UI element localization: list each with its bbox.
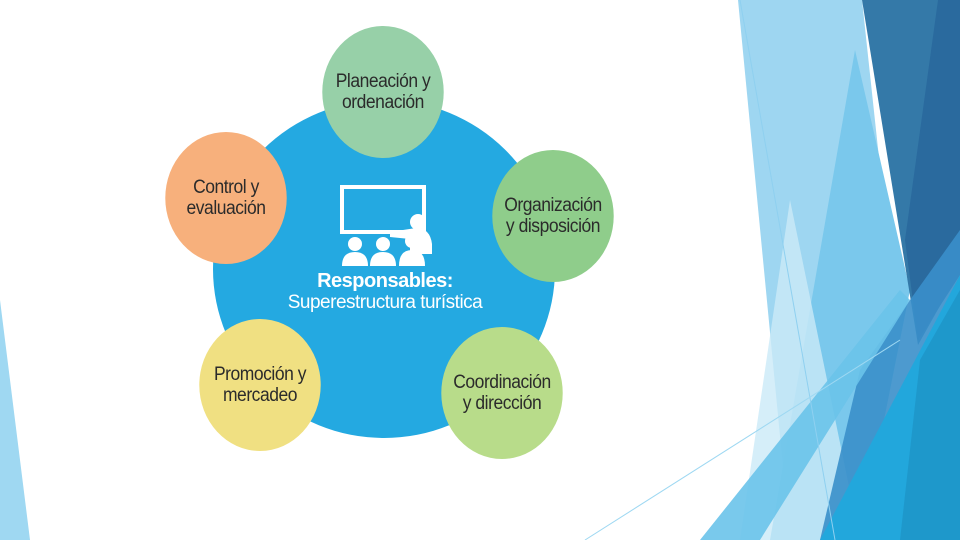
node-line: Control y xyxy=(193,177,259,198)
node-line: Coordinación xyxy=(453,372,551,393)
node-line: Planeación y xyxy=(335,71,431,92)
center-label: Responsables: Superestructura turística xyxy=(240,270,530,314)
node-line: Promoción y xyxy=(213,364,307,385)
node-line: y dirección xyxy=(462,393,542,414)
classroom-presentation-icon xyxy=(340,185,432,266)
center-subtitle: Superestructura turística xyxy=(287,292,483,313)
node-line: mercadeo xyxy=(222,385,298,406)
center-title: Responsables: xyxy=(317,270,453,292)
node-line: evaluación xyxy=(186,198,266,219)
node-line: Organización xyxy=(504,195,602,216)
node-line: ordenación xyxy=(342,92,424,113)
node-line: y disposición xyxy=(505,216,601,237)
